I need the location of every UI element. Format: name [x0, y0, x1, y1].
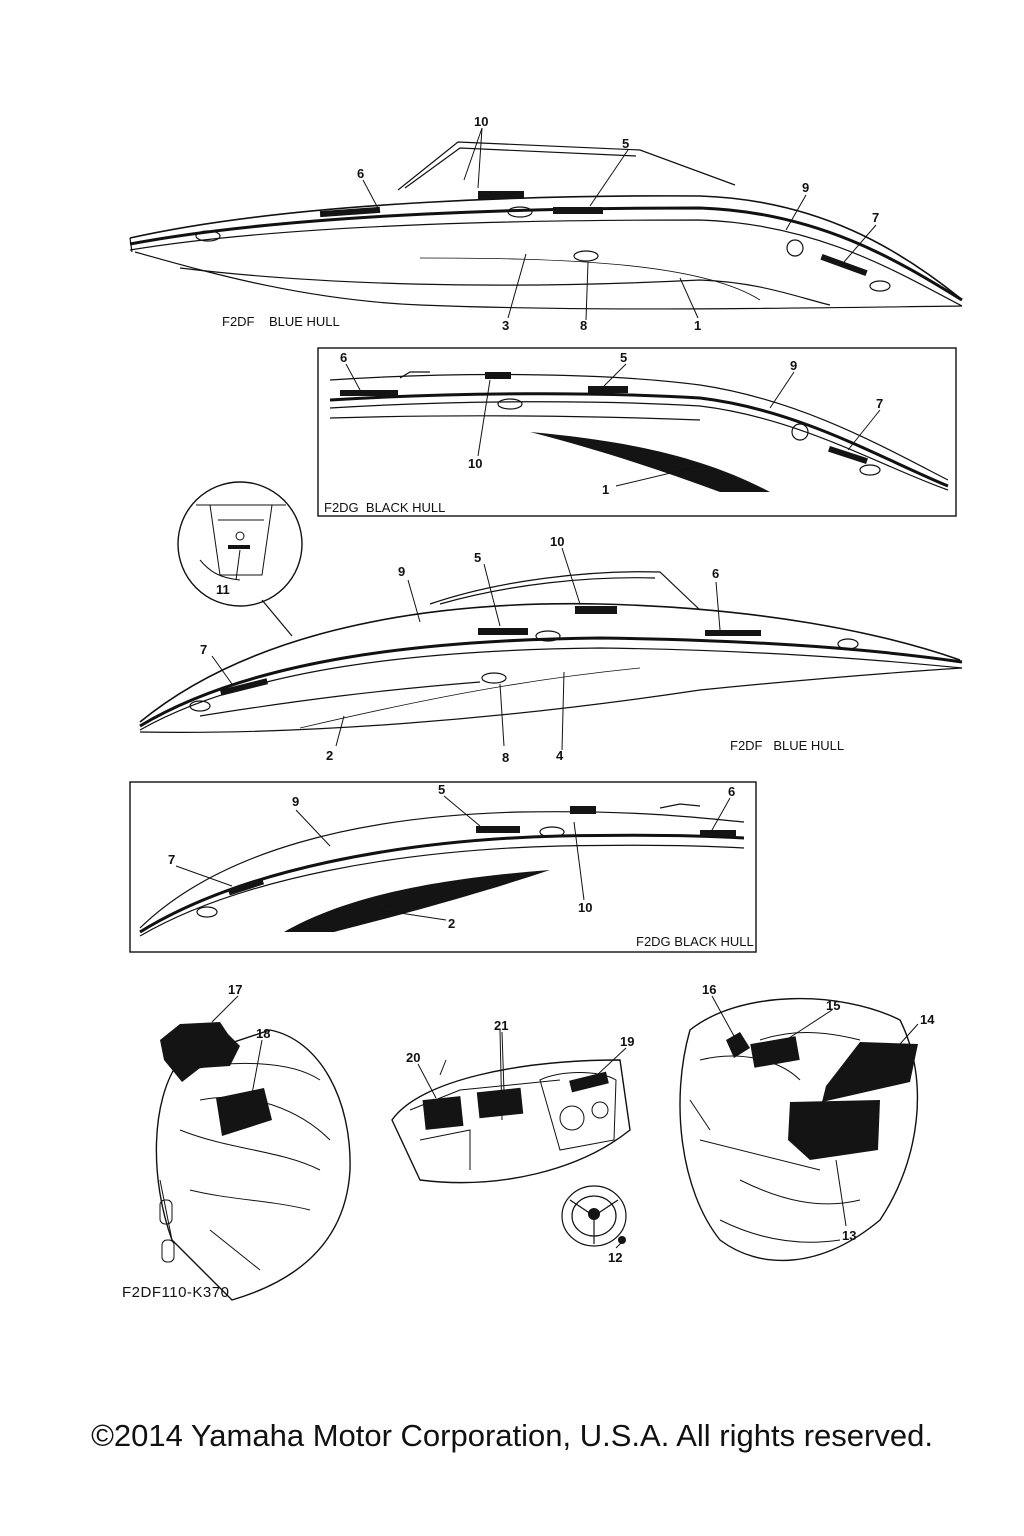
callout-6: 6: [728, 784, 735, 799]
callout-5: 5: [620, 350, 627, 365]
callout-18: 18: [256, 1026, 270, 1041]
callout-6: 6: [712, 566, 719, 581]
callout-7: 7: [168, 852, 175, 867]
callout-2: 2: [448, 916, 455, 931]
callout-11: 11: [216, 582, 230, 597]
callout-12: 12: [608, 1250, 622, 1265]
callout-17: 17: [228, 982, 242, 997]
view1-decals: [319, 191, 868, 277]
callout-7: 7: [200, 642, 207, 657]
callout-9: 9: [398, 564, 405, 579]
callout-1: 1: [694, 318, 701, 333]
callout-6: 6: [357, 166, 364, 181]
view-black-hull-port: 6 5 9 7 10 1 F2DG BLACK HULL: [317, 347, 957, 517]
callout-19: 19: [620, 1034, 634, 1049]
copyright-notice: ©2014 Yamaha Motor Corporation, U.S.A. A…: [91, 1418, 933, 1453]
callout-10: 10: [468, 456, 482, 471]
callout-9: 9: [802, 180, 809, 195]
callout-5: 5: [438, 782, 445, 797]
callout-7: 7: [876, 396, 883, 411]
callout-8: 8: [502, 750, 509, 765]
callout-16: 16: [702, 982, 716, 997]
view3-decals: [219, 606, 761, 696]
interior-stern-deck: 17 18: [155, 982, 351, 1301]
callout-13: 13: [842, 1228, 856, 1243]
view3-leader-lines: [211, 547, 721, 751]
view-black-hull-starboard: 9 5 6 7 10 2 F2DG BLACK HULL: [129, 781, 757, 953]
callout-5: 5: [622, 136, 629, 151]
caption-black-hull-1: F2DG BLACK HULL: [324, 500, 445, 515]
caption-blue-hull-2: F2DF BLUE HULL: [730, 738, 844, 753]
interior-helm-console: 21 20 19 12: [391, 1018, 634, 1265]
detail-transom-badge: 11: [177, 481, 303, 637]
callout-15: 15: [826, 998, 840, 1013]
callout-6: 6: [340, 350, 347, 365]
view-blue-hull-port: [129, 141, 963, 310]
caption-blue-hull-1: F2DF BLUE HULL: [222, 314, 340, 329]
callout-9: 9: [292, 794, 299, 809]
callout-4: 4: [556, 748, 564, 763]
callout-21: 21: [494, 1018, 508, 1033]
callout-8: 8: [580, 318, 587, 333]
callout-10: 10: [578, 900, 592, 915]
callout-9: 9: [790, 358, 797, 373]
callout-2: 2: [326, 748, 333, 763]
callout-3: 3: [502, 318, 509, 333]
callout-10: 10: [474, 114, 488, 129]
view1-leader-lines: [362, 127, 877, 321]
callout-14: 14: [920, 1012, 935, 1027]
interior-bow-seating: 16 15 14 13: [679, 982, 935, 1262]
callout-1: 1: [602, 482, 609, 497]
caption-black-hull-2: F2DG BLACK HULL: [636, 934, 754, 949]
callout-20: 20: [406, 1050, 420, 1065]
callout-7: 7: [872, 210, 879, 225]
callout-5: 5: [474, 550, 481, 565]
callout-10: 10: [550, 534, 564, 549]
diagram-code: F2DF110-K370: [122, 1284, 230, 1301]
